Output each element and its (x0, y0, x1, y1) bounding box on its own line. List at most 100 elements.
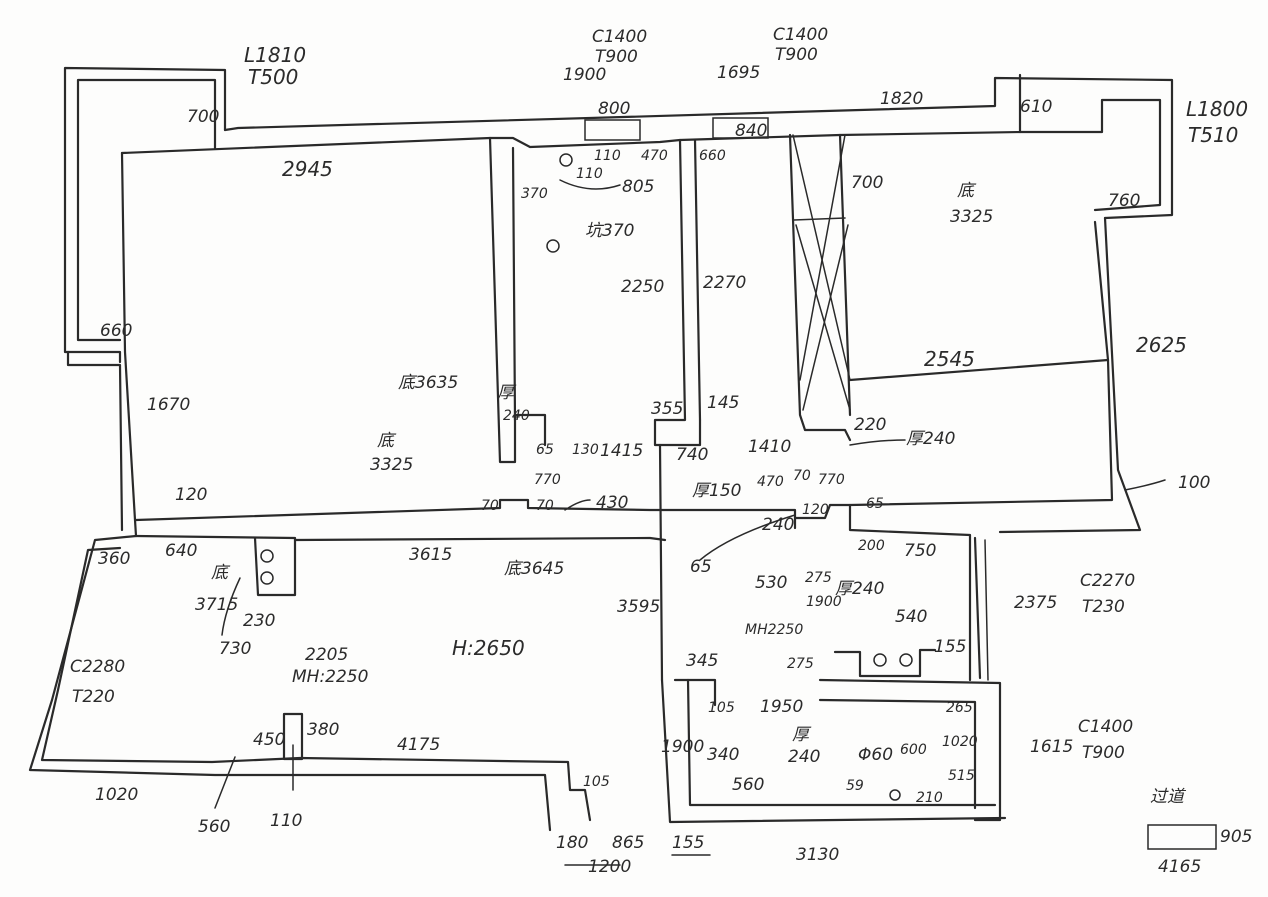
arrow-100 (1124, 479, 1166, 491)
dim-label: 1670 (147, 395, 190, 415)
dim-label: 2545 (924, 347, 975, 371)
dim-label: 515 (948, 768, 975, 784)
dim-label: 450 (253, 730, 285, 750)
dim-label: 3325 (950, 207, 993, 227)
wall-bath-left (488, 136, 547, 464)
dim-label: 380 (307, 720, 339, 740)
wardrobe-cross-1 (792, 134, 851, 381)
dim-label: 1410 (748, 437, 791, 457)
dim-label: 坑370 (585, 221, 634, 241)
dim-label: 4175 (397, 735, 440, 755)
dim-label: 1020 (942, 734, 978, 750)
dim-label: 905 (1220, 827, 1252, 847)
wall-right-inner (848, 220, 1114, 507)
dim-label: L1800 (1186, 97, 1248, 121)
dim-label: 275 (805, 570, 832, 586)
dim-label: MH:2250 (292, 667, 368, 687)
socket-icon-2 (260, 571, 274, 585)
dim-label: 4165 (1158, 857, 1201, 877)
dim-label: 600 (900, 742, 927, 758)
dim-label: 厚240 (906, 429, 955, 449)
dim-label: L1810 (244, 43, 306, 67)
dim-label: 700 (187, 107, 219, 127)
window-top-1 (584, 119, 641, 141)
arrow-805 (559, 179, 621, 190)
dim-label: 110 (594, 148, 621, 164)
wall-living-inner (40, 546, 592, 822)
dim-label: 65 (866, 496, 884, 512)
wall-left-balcony-outer (63, 66, 227, 364)
dim-label: 70 (536, 498, 554, 514)
dim-label: 220 (854, 415, 886, 435)
dim-label: C1400 (773, 25, 828, 45)
socket-icon-4 (899, 653, 913, 667)
wardrobe-cross-4 (802, 224, 849, 411)
dim-label: 760 (1108, 191, 1140, 211)
arrow-430 (564, 499, 591, 511)
dim-label: 70 (481, 498, 499, 514)
dim-label: 1950 (760, 697, 803, 717)
dim-label: 2375 (1014, 593, 1057, 613)
dim-label: 700 (851, 173, 883, 193)
dim-label: 180 (556, 833, 588, 853)
dim-label: 610 (1020, 97, 1052, 117)
dim-label: 145 (707, 393, 739, 413)
dim-label: 265 (946, 700, 973, 716)
wardrobe-shelf (793, 217, 846, 221)
wall-kitchen-notch (686, 678, 717, 707)
dim-label: H:2650 (452, 636, 525, 660)
wall-bath-right-inner (693, 138, 702, 422)
dim-label: T900 (595, 47, 638, 67)
wall-kitchen (660, 678, 1007, 824)
wall-horizontal-mid (134, 498, 797, 530)
dim-label: 345 (686, 651, 718, 671)
dim-label: 厚 (792, 725, 812, 745)
dim-label: 过道 (1150, 787, 1187, 807)
dim-label: 660 (699, 148, 726, 164)
dim-label: 730 (219, 639, 251, 659)
wall-living-pillar (253, 536, 297, 597)
dim-label: 865 (612, 833, 644, 853)
wall-bath2-top (793, 503, 972, 682)
dim-label: 800 (598, 99, 630, 119)
dim-label: 1900 (806, 594, 842, 610)
dim-label: T900 (1082, 743, 1125, 763)
dim-label: 70 (793, 468, 811, 484)
dim-label: T220 (72, 687, 115, 707)
dim-label: 3130 (796, 845, 839, 865)
dim-label: 1415 (600, 441, 643, 461)
dim-label: 59 (846, 778, 864, 794)
dim-label: 2250 (621, 277, 664, 297)
dim-label: 470 (757, 474, 784, 490)
dim-label: 3595 (617, 597, 660, 617)
wall-bath2-room-inner (818, 698, 977, 810)
dim-label: C2270 (1080, 571, 1135, 591)
dim-label: C1400 (1078, 717, 1133, 737)
dim-label: 560 (732, 775, 764, 795)
wall-right-outer (998, 216, 1142, 534)
wall-bath2-room (818, 678, 1002, 822)
dim-label: 厚 (497, 383, 517, 403)
wall-bath-left-inner (511, 146, 517, 422)
dim-label: 120 (175, 485, 207, 505)
dim-label: 2625 (1136, 333, 1187, 357)
dim-label: 230 (243, 611, 275, 631)
wall-horizontal-mid-lower (134, 534, 667, 542)
dim-label: 370 (521, 186, 548, 202)
dim-label: 2945 (282, 157, 333, 181)
dim-label: 1900 (661, 737, 704, 757)
wall-bath-right (653, 138, 702, 447)
dim-label: 100 (1178, 473, 1210, 493)
dim-label: 770 (818, 472, 845, 488)
dim-label: 155 (672, 833, 704, 853)
wall-bath2-lower (833, 648, 937, 678)
dim-label: 560 (198, 817, 230, 837)
dim-label: Φ60 (858, 745, 893, 765)
dim-label: 770 (534, 472, 561, 488)
wall-left-room (120, 151, 138, 538)
dim-label: 840 (735, 121, 767, 141)
dim-label: 105 (583, 774, 610, 790)
dim-label: 2205 (305, 645, 348, 665)
dim-label: 1615 (1030, 737, 1073, 757)
